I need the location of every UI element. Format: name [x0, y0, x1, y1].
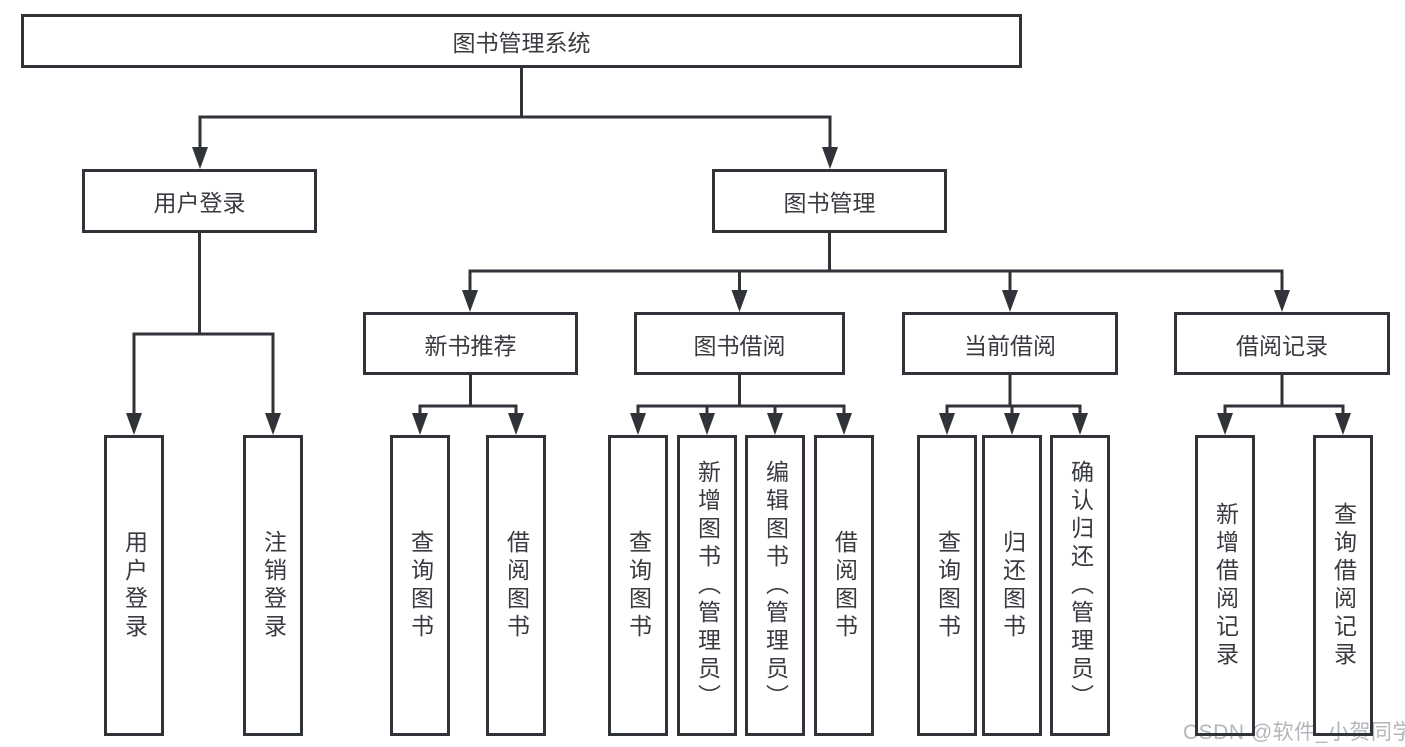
node-label: 新增图书（管理员） [694, 459, 721, 712]
node-label: 图书管理系统 [452, 30, 591, 56]
node-library-management-system: 图书管理系统 [21, 14, 1022, 68]
node-label: 确认归还（管理员） [1067, 459, 1094, 712]
node-label: 编辑图书（管理员） [762, 459, 789, 712]
leaf-return-books: 归还图书 [982, 435, 1042, 736]
node-user-login: 用户登录 [82, 169, 317, 233]
node-book-borrowing: 图书借阅 [634, 312, 845, 375]
node-label: 查询图书 [407, 529, 434, 642]
leaf-logout: 注销登录 [243, 435, 303, 736]
leaf-add-borrow-record: 新增借阅记录 [1195, 435, 1255, 736]
leaf-confirm-return-admin: 确认归还（管理员） [1050, 435, 1110, 736]
leaf-borrow-books-recommend: 借阅图书 [486, 435, 546, 736]
node-label: 新增借阅记录 [1212, 501, 1239, 670]
leaf-query-borrow-record: 查询借阅记录 [1313, 435, 1373, 736]
node-label: 借阅图书 [831, 529, 858, 642]
node-label: 借阅图书 [503, 529, 530, 642]
node-label: 借阅记录 [1236, 332, 1328, 359]
node-label: 图书管理 [783, 190, 876, 216]
node-label: 归还图书 [999, 529, 1026, 642]
node-label: 查询图书 [934, 529, 961, 642]
node-current-borrowing: 当前借阅 [902, 312, 1118, 375]
leaf-query-books-recommend: 查询图书 [390, 435, 450, 736]
node-book-management: 图书管理 [712, 169, 947, 233]
node-label: 注销登录 [260, 529, 287, 642]
node-label: 查询借阅记录 [1330, 501, 1357, 670]
leaf-query-books-borrow: 查询图书 [608, 435, 668, 736]
leaf-add-books-admin: 新增图书（管理员） [677, 435, 737, 736]
node-label: 查询图书 [625, 529, 652, 642]
leaf-user-login: 用户登录 [104, 435, 164, 736]
node-label: 用户登录 [121, 529, 148, 642]
node-borrowing-records: 借阅记录 [1174, 312, 1390, 375]
csdn-watermark: CSDN @软件_小贺同学 [1183, 721, 1405, 744]
node-label: 图书借阅 [693, 332, 786, 359]
node-new-book-recommendation: 新书推荐 [363, 312, 578, 375]
leaf-query-books-current: 查询图书 [917, 435, 977, 736]
leaf-edit-books-admin: 编辑图书（管理员） [745, 435, 805, 736]
leaf-borrow-books: 借阅图书 [814, 435, 874, 736]
node-label: 用户登录 [153, 190, 246, 216]
node-label: 新书推荐 [424, 332, 517, 359]
node-label: 当前借阅 [964, 332, 1056, 359]
